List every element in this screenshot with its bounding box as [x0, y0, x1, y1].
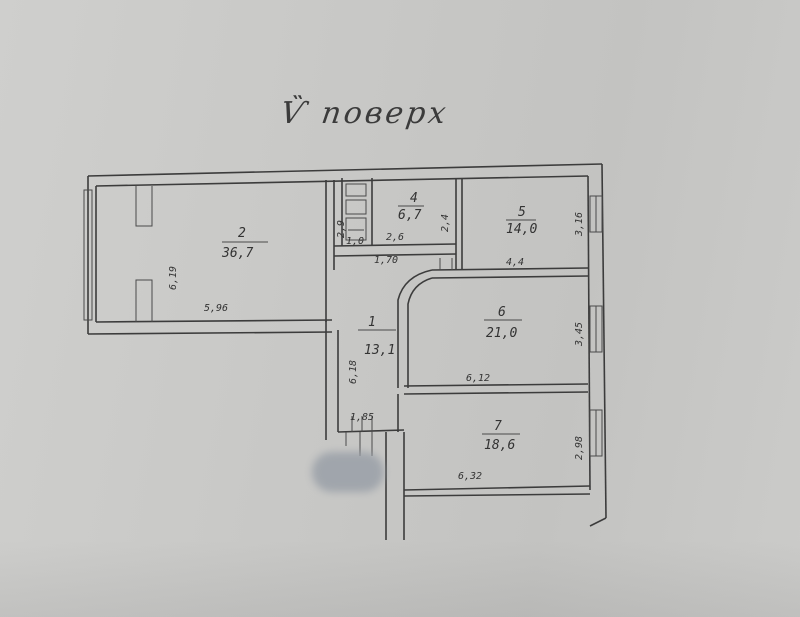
room-1: 1 13,1 [358, 315, 396, 358]
dim-room2-width: 5,96 [204, 303, 228, 314]
dim-room4-width: 2,6 [386, 232, 404, 243]
room-4-area: 6,7 [398, 208, 422, 223]
room-7-area: 18,6 [484, 438, 515, 453]
room-4: 4 6,7 [398, 191, 424, 223]
dim-room6-width: 6,12 [466, 373, 490, 384]
room-7-number: 7 [494, 419, 502, 434]
room-2-number: 2 [238, 226, 246, 241]
room-5: 5 14,0 [506, 205, 537, 237]
dim-wc-2-9: 2,9 [336, 220, 347, 238]
dim-room5-height: 3,16 [574, 212, 585, 237]
dim-room7-height: 2,98 [574, 436, 585, 460]
internal-walls [325, 178, 589, 432]
room-2-area: 36,7 [221, 246, 253, 261]
dim-entrance-width: 1,85 [350, 412, 374, 423]
room-1-area: 13,1 [364, 343, 395, 358]
room-6-number: 6 [498, 305, 506, 320]
paper-shadow [0, 540, 800, 617]
dim-hall-1-70: 1,70 [374, 255, 398, 266]
room-6-area: 21,0 [486, 326, 517, 341]
room-4-number: 4 [410, 191, 418, 206]
redaction-blur [312, 452, 384, 492]
room-6: 6 21,0 [484, 305, 522, 341]
dim-room5-width: 4,4 [506, 257, 524, 268]
dim-hall-height: 6,18 [348, 360, 359, 384]
room-5-number: 5 [518, 205, 526, 220]
room-5-area: 14,0 [506, 222, 537, 237]
room-1-number: 1 [368, 315, 376, 330]
dim-room6-height: 3,45 [574, 322, 585, 347]
room-2: 2 36,7 [221, 226, 268, 261]
windows [83, 189, 603, 457]
bathroom-fixtures [345, 183, 453, 270]
dim-room4-height: 2,4 [440, 214, 451, 232]
dim-room2-height: 6,19 [168, 266, 179, 290]
dim-room7-width: 6,32 [458, 471, 482, 482]
room-7: 7 18,6 [482, 419, 520, 453]
dimension-labels: 6,19 5,96 2,9 1,0 2,6 2,4 1,70 4,4 3,16 … [168, 212, 585, 482]
balcony-openings [91, 186, 153, 322]
dim-wc-1-0: 1,0 [346, 236, 364, 247]
